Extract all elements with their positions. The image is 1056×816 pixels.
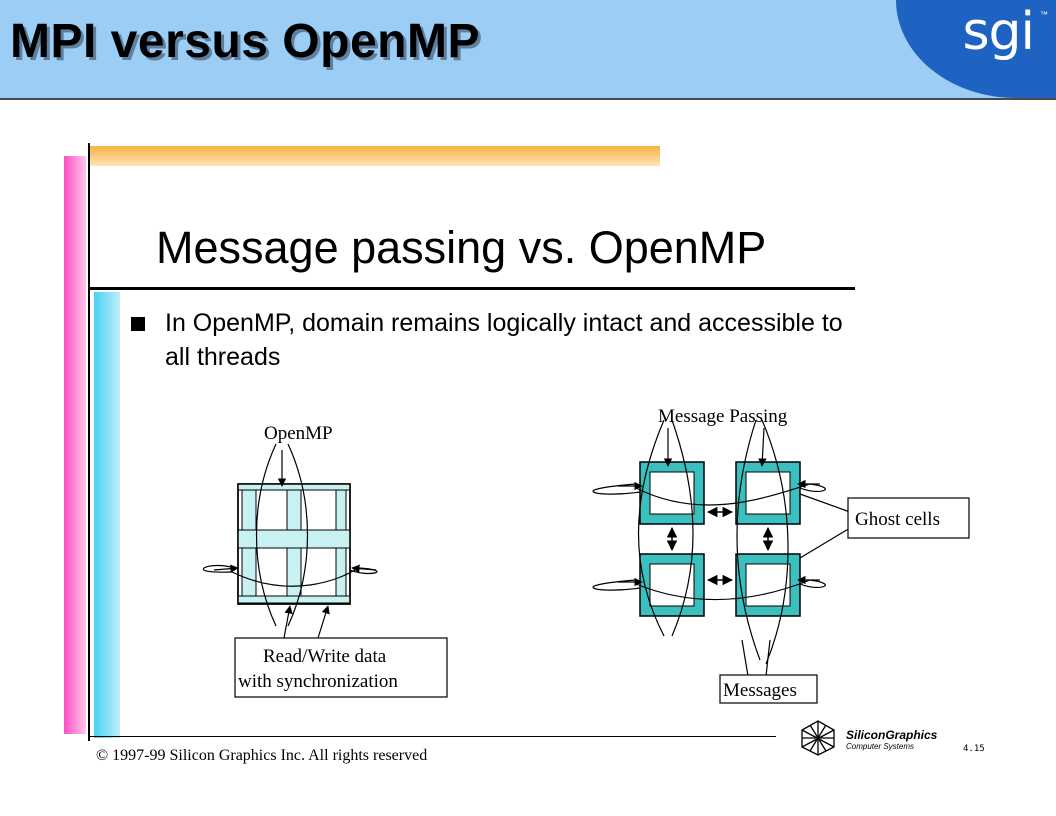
page-title: MPI versus OpenMP — [10, 15, 480, 68]
company-subtitle: Computer Systems — [846, 742, 915, 751]
sgi-logo: sgi — [962, 2, 1035, 62]
slide-vertical-rule — [88, 143, 90, 741]
footer-rule — [90, 736, 776, 737]
mp-exchange-arrows — [666, 506, 774, 586]
blue-accent-bar — [94, 292, 120, 738]
openmp-thread-paths — [202, 443, 378, 627]
message-passing-label: Message Passing — [658, 406, 788, 427]
openmp-caption-line1: Read/Write data — [263, 646, 387, 667]
ghost-cells-box — [847, 497, 970, 539]
bullet-text: In OpenMP, domain remains logically inta… — [165, 309, 843, 371]
title-underline — [90, 287, 855, 290]
pink-accent-bar — [64, 156, 86, 734]
slide-title: Message passing vs. OpenMP — [156, 222, 767, 273]
slide-number: 4.15 — [963, 744, 985, 754]
openmp-caption-box — [234, 637, 448, 698]
mp-pointer-arrows — [618, 427, 851, 677]
silicon-graphics-cube-icon — [801, 720, 835, 756]
ghost-cells-label: Ghost cells — [855, 509, 940, 530]
mp-cell-grid — [639, 461, 801, 617]
messages-box — [719, 674, 818, 704]
header-bar: MPI versus OpenMP sgi ™ — [0, 0, 1056, 100]
openmp-domain — [237, 483, 351, 605]
company-name: SiliconGraphics — [846, 728, 938, 742]
trademark-icon: ™ — [1040, 10, 1048, 19]
bullet-square-icon — [131, 317, 145, 331]
openmp-label: OpenMP — [264, 423, 333, 444]
mp-thread-paths — [592, 419, 826, 665]
messages-label: Messages — [723, 680, 797, 701]
copyright-text: © 1997-99 Silicon Graphics Inc. All righ… — [96, 747, 428, 764]
openmp-caption-line2: with synchronization — [238, 671, 398, 692]
logo-panel: sgi ™ — [896, 0, 1056, 98]
orange-accent-bar — [90, 146, 660, 166]
openmp-arrows — [213, 450, 377, 639]
